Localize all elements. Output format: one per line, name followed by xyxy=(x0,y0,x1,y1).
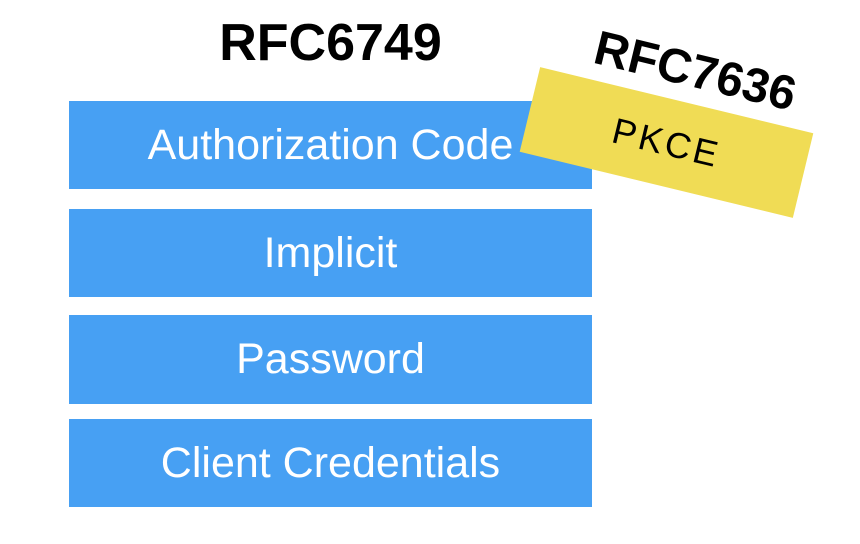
grant-bar-label: Client Credentials xyxy=(160,438,501,487)
grant-bar-label: Implicit xyxy=(263,228,398,277)
pkce-label: PKCE xyxy=(608,109,725,175)
grant-bar-label: Password xyxy=(236,335,425,383)
grant-bar-password: Password xyxy=(69,315,592,404)
grant-bar-authorization-code: Authorization Code xyxy=(69,101,592,189)
grant-bar-client-credentials: Client Credentials xyxy=(69,419,592,507)
grant-bar-implicit: Implicit xyxy=(69,209,592,297)
rfc6749-heading: RFC6749 xyxy=(219,14,442,72)
grant-bar-label: Authorization Code xyxy=(147,120,514,169)
